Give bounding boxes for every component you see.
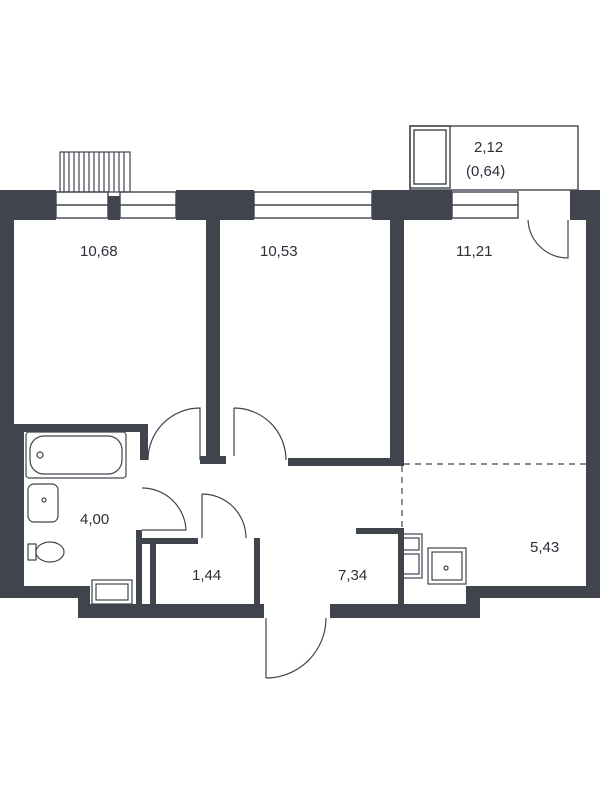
wall-bottom-right xyxy=(330,604,480,618)
wall-kitchen-stub xyxy=(398,528,404,604)
wall-jog-left xyxy=(78,586,90,618)
fridge xyxy=(399,533,423,579)
door-bath xyxy=(141,487,187,531)
radiator-grille xyxy=(59,151,131,193)
wall-bath-right xyxy=(140,424,148,460)
label-hallway: 7,34 xyxy=(338,567,367,584)
door-bed2 xyxy=(233,407,287,461)
label-bedroom-middle: 10,53 xyxy=(260,243,298,260)
washbasin xyxy=(27,483,59,523)
wall-bed2-living xyxy=(390,220,404,466)
label-bathroom: 4,00 xyxy=(80,511,109,528)
wall-bottom-left xyxy=(0,586,78,598)
door-storage xyxy=(201,493,247,539)
wall-top-pier-2 xyxy=(176,190,254,220)
wall-bath-left xyxy=(14,424,24,598)
wall-storage-left xyxy=(150,538,156,604)
wall-bed1-bottom-a xyxy=(14,424,146,432)
label-bedroom-left: 10,68 xyxy=(80,243,118,260)
door-balcony xyxy=(527,219,569,259)
wall-bottom-right-2 xyxy=(466,586,600,598)
balcony-outline xyxy=(409,125,579,191)
wall-top-pier-3 xyxy=(372,190,452,220)
wall-storage-right xyxy=(254,538,260,618)
fixtures xyxy=(25,431,467,605)
toilet xyxy=(35,541,65,563)
wall-bottom-left-2 xyxy=(78,604,264,618)
label-living-room: 11,21 xyxy=(456,243,492,260)
wall-bath-right-2 xyxy=(136,530,142,604)
balcony xyxy=(409,125,579,191)
wall-bed2-bottom xyxy=(288,458,404,466)
balcony-cabinet xyxy=(409,125,451,189)
label-balcony-coef: (0,64) xyxy=(466,163,505,180)
label-kitchen: 5,43 xyxy=(530,539,559,556)
wall-storage-top xyxy=(136,538,198,544)
door-entry xyxy=(265,617,327,679)
wall-left xyxy=(0,190,14,598)
wall-bed1-stub xyxy=(200,456,226,464)
label-storage: 1,44 xyxy=(192,567,221,584)
walls xyxy=(0,190,600,618)
doors xyxy=(141,219,569,679)
label-balcony-area: 2,12 xyxy=(474,139,503,156)
wall-bed1-bed2 xyxy=(206,220,220,464)
bathtub xyxy=(25,431,127,479)
zone-divider xyxy=(401,463,586,528)
wall-top-pier-1 xyxy=(108,196,120,220)
wall-right xyxy=(586,190,600,598)
stove xyxy=(427,547,467,585)
wall-hall-stub xyxy=(356,528,400,534)
door-bed1 xyxy=(147,407,201,461)
washer xyxy=(91,579,133,605)
room-labels: 10,68 10,53 11,21 5,43 4,00 1,44 7,34 2,… xyxy=(80,139,559,584)
